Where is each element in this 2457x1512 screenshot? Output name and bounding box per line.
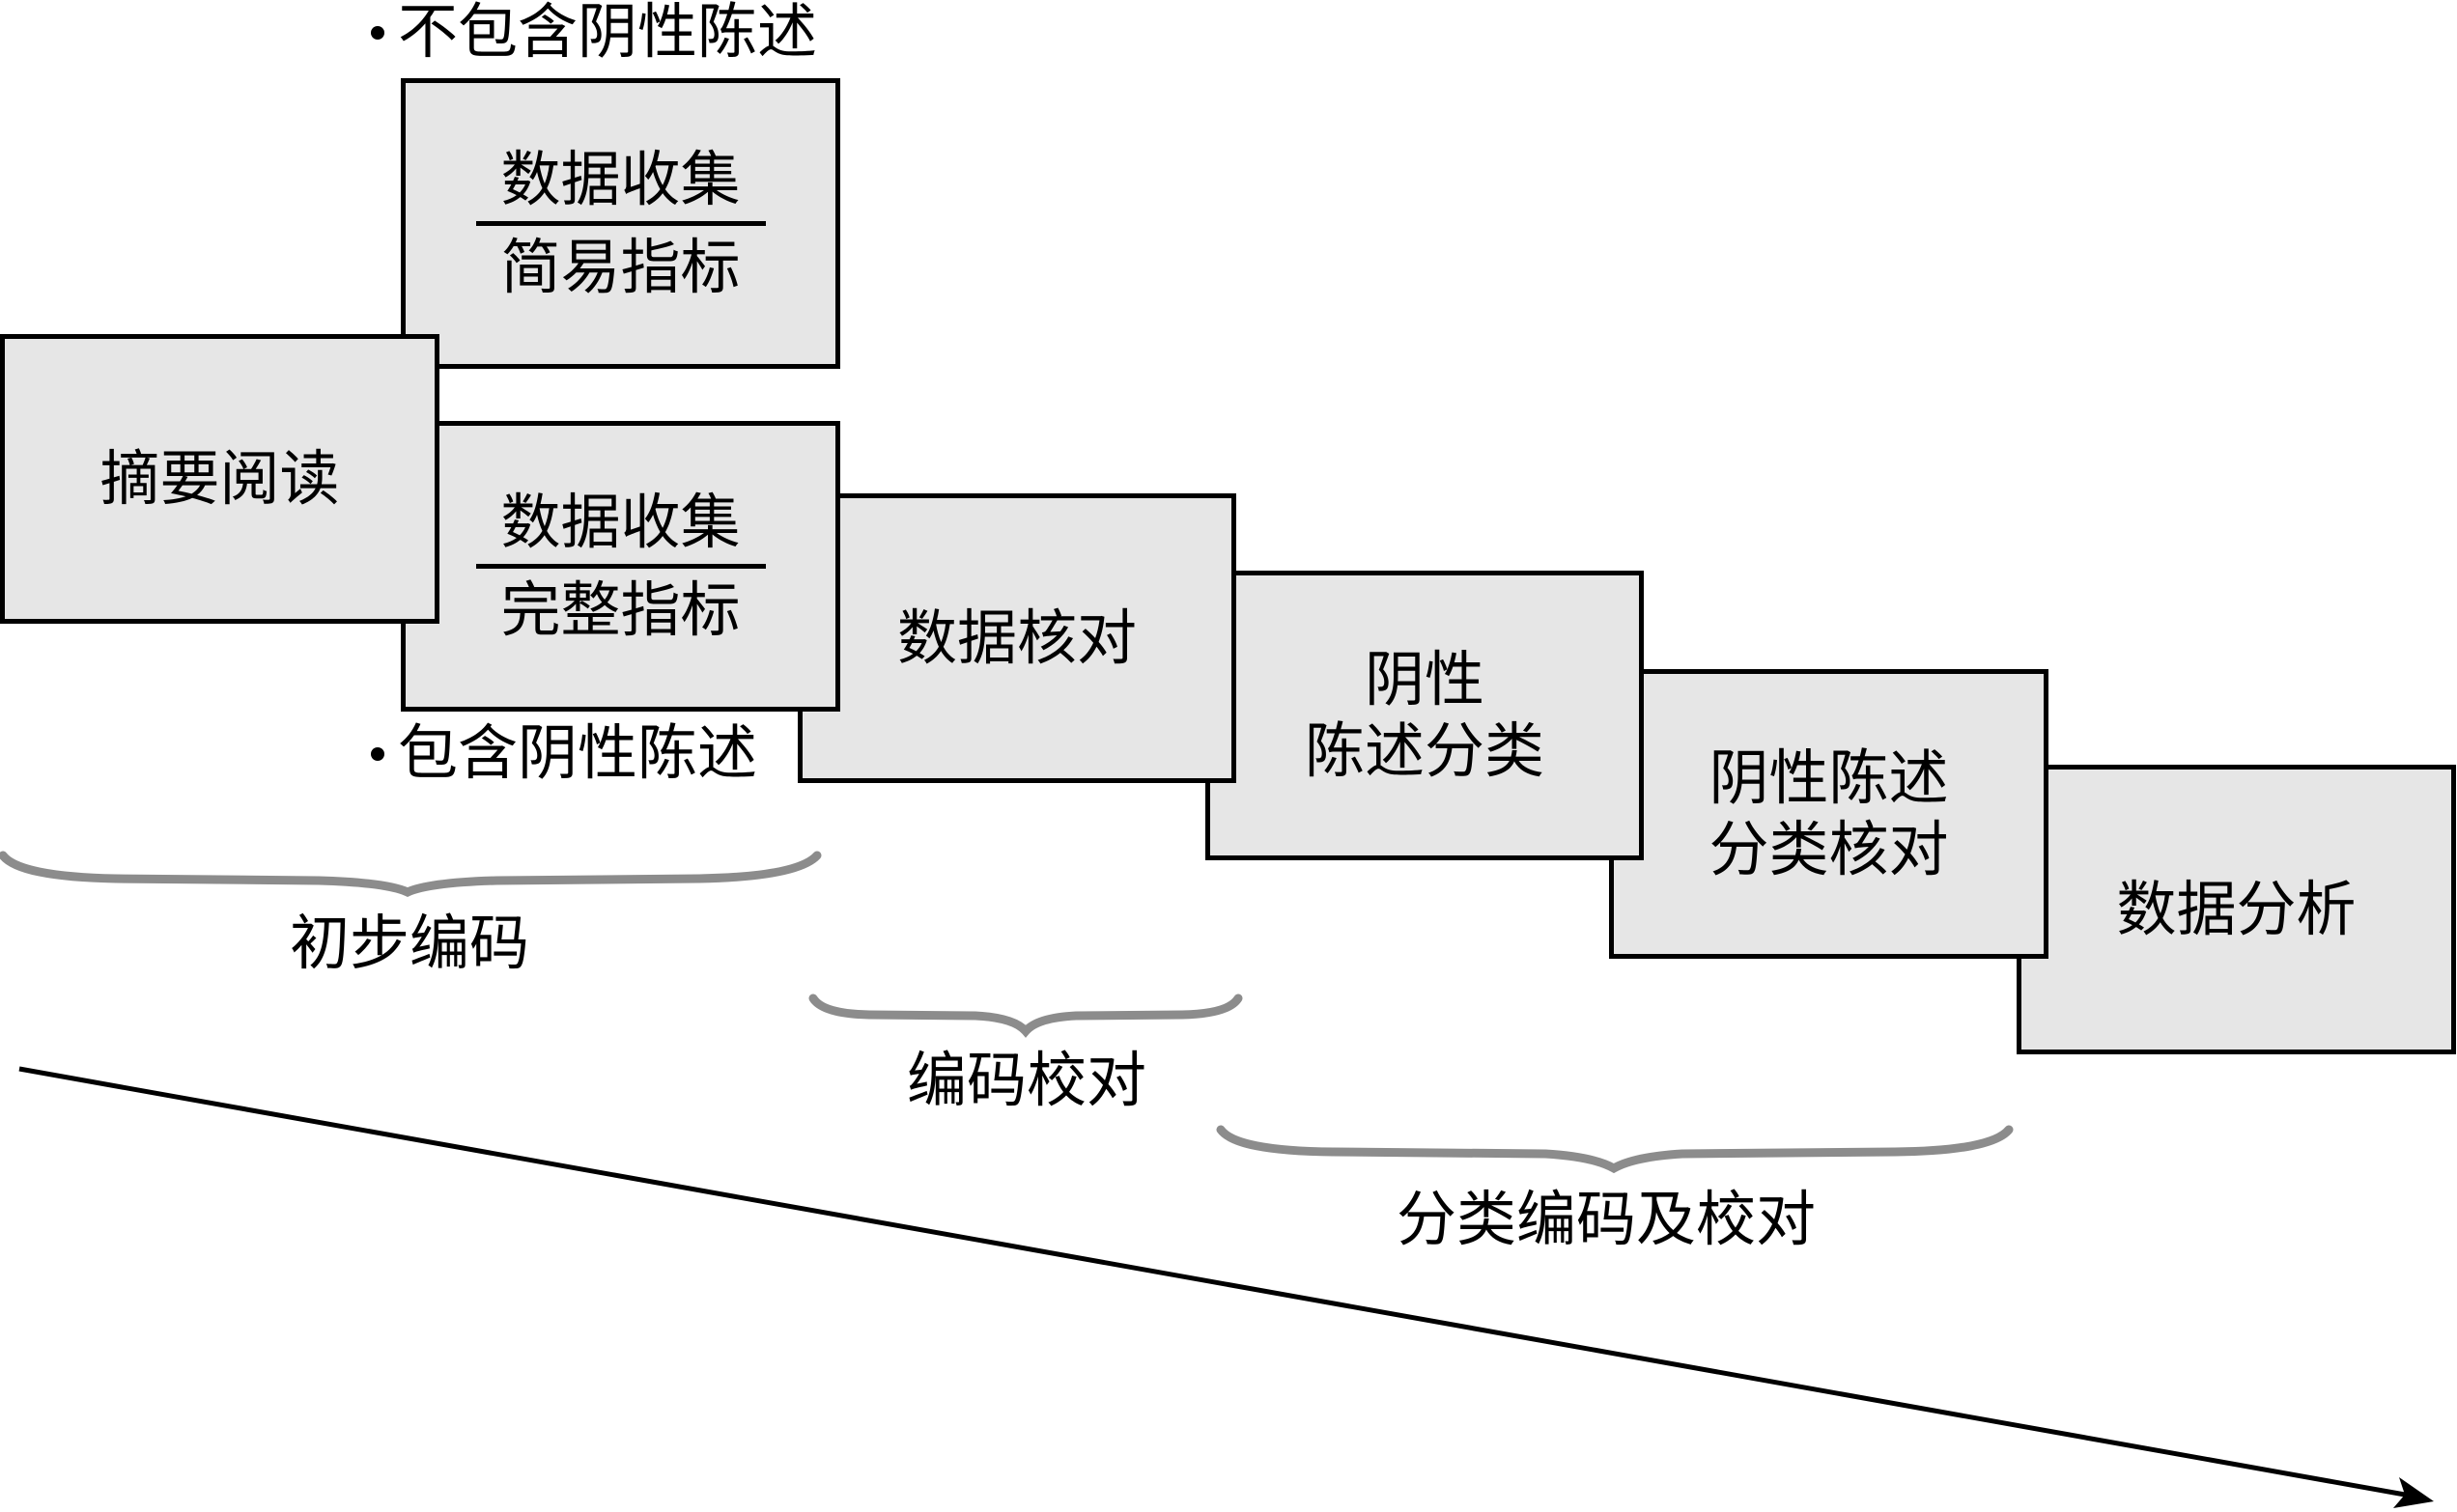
note-text: 包含阴性陈述 bbox=[398, 717, 758, 788]
step-label: 摘要阅读 bbox=[99, 443, 340, 514]
step-data-collection-simple: 数据收集 简易指标 bbox=[401, 78, 840, 369]
timeline-arrow bbox=[18, 1066, 2434, 1508]
step-label-top: 数据收集 bbox=[475, 144, 766, 226]
step-data-collection-full: 数据收集 完整指标 bbox=[401, 421, 840, 712]
bullet-icon bbox=[371, 25, 384, 40]
step-negative-statement-classification-check: 阴性陈述 分类核对 bbox=[1609, 669, 2048, 959]
step-label-line-1: 阴性 bbox=[1364, 644, 1484, 714]
step-label-bottom: 简易指标 bbox=[500, 232, 741, 302]
arrowhead-icon bbox=[2393, 1477, 2434, 1508]
phase-label-classification-coding-check: 分类编码及校对 bbox=[1396, 1184, 1817, 1254]
step-label: 数据核对 bbox=[896, 602, 1137, 673]
phase-label-coding-check: 编码校对 bbox=[906, 1045, 1147, 1115]
step-negative-statement-classification: 阴性 陈述分类 bbox=[1205, 571, 1644, 860]
brace-classification-coding-check bbox=[1216, 1125, 2014, 1174]
step-data-analysis: 数据分析 bbox=[2017, 765, 2456, 1054]
step-label-top: 数据收集 bbox=[475, 487, 766, 569]
step-label: 数据分析 bbox=[2116, 874, 2357, 944]
step-label-line-2: 陈述分类 bbox=[1304, 715, 1544, 786]
step-label-bottom: 完整指标 bbox=[500, 574, 741, 645]
brace-initial-coding bbox=[0, 851, 822, 897]
step-label-line-1: 阴性陈述 bbox=[1709, 742, 1949, 813]
note-includes-negative: 包含阴性陈述 bbox=[371, 719, 757, 787]
step-data-verification: 数据核对 bbox=[798, 493, 1236, 783]
bullet-icon bbox=[371, 746, 384, 761]
phase-label-initial-coding: 初步编码 bbox=[289, 908, 530, 978]
brace-coding-check bbox=[808, 994, 1243, 1038]
step-label-line-2: 分类核对 bbox=[1709, 814, 1949, 884]
note-text: 不包含阴性陈述 bbox=[398, 0, 818, 67]
note-excludes-negative: 不包含阴性陈述 bbox=[371, 0, 817, 66]
step-abstract-reading: 摘要阅读 bbox=[0, 334, 439, 624]
